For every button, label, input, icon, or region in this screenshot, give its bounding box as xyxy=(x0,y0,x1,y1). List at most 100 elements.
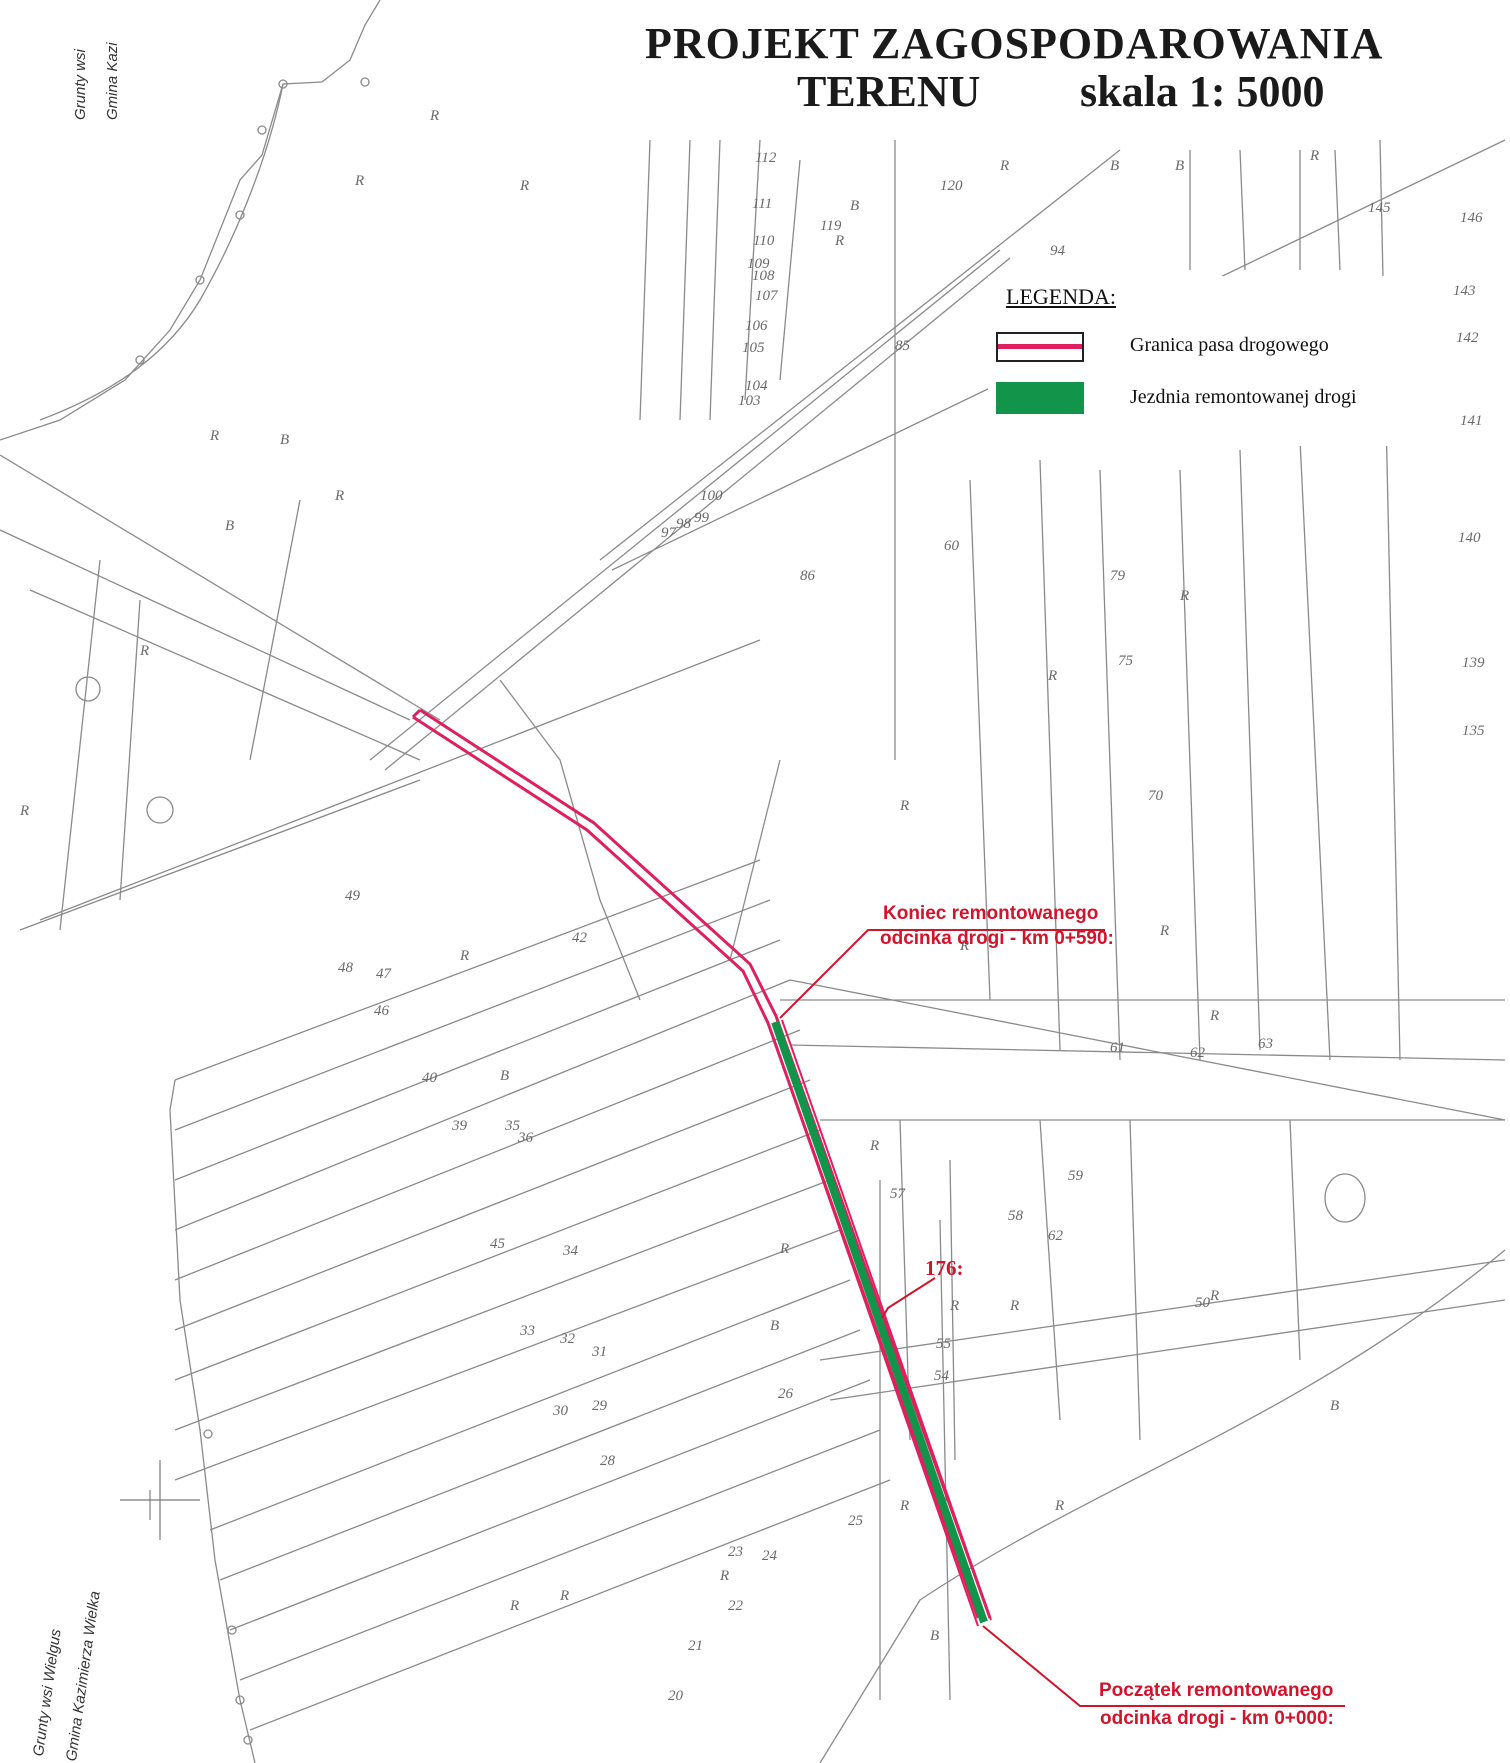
svg-text:B: B xyxy=(850,198,859,214)
svg-text:57: 57 xyxy=(890,1186,907,1202)
svg-text:49: 49 xyxy=(345,888,361,904)
svg-text:B: B xyxy=(225,518,234,534)
svg-text:100: 100 xyxy=(700,488,723,504)
svg-text:R: R xyxy=(959,938,969,954)
svg-text:R: R xyxy=(1009,1298,1019,1314)
svg-text:139: 139 xyxy=(1462,655,1485,671)
svg-text:110: 110 xyxy=(753,233,775,249)
svg-text:21: 21 xyxy=(688,1638,703,1654)
start-annotation-line2: odcinka drogi - km 0+000: xyxy=(1100,1708,1334,1729)
svg-text:99: 99 xyxy=(694,510,710,526)
svg-text:61: 61 xyxy=(1110,1040,1125,1056)
svg-text:R: R xyxy=(459,948,469,964)
svg-text:R: R xyxy=(209,428,219,444)
legend-swatch-roadway xyxy=(996,382,1084,414)
svg-text:B: B xyxy=(280,432,289,448)
svg-text:75: 75 xyxy=(1118,653,1134,669)
svg-text:R: R xyxy=(519,178,529,194)
svg-text:145: 145 xyxy=(1368,200,1391,216)
parcel-leader-line xyxy=(881,1277,936,1319)
svg-text:70: 70 xyxy=(1148,788,1164,804)
svg-text:135: 135 xyxy=(1462,723,1485,739)
legend-label-road-boundary: Granica pasa drogowego xyxy=(1130,334,1329,356)
svg-text:24: 24 xyxy=(762,1548,778,1564)
road-boundary-inner xyxy=(419,708,992,1619)
svg-text:R: R xyxy=(834,233,844,249)
legend-box: LEGENDA: Granica pasa drogowego Jezdnia … xyxy=(988,276,1408,446)
svg-text:R: R xyxy=(869,1138,879,1154)
svg-text:B: B xyxy=(930,1628,939,1644)
svg-text:146: 146 xyxy=(1460,210,1483,226)
svg-text:30: 30 xyxy=(552,1403,569,1419)
svg-text:104: 104 xyxy=(745,378,768,394)
title-scale: skala 1: 5000 xyxy=(1080,67,1325,116)
svg-text:34: 34 xyxy=(562,1243,579,1259)
svg-text:42: 42 xyxy=(572,930,588,946)
svg-text:R: R xyxy=(354,173,364,189)
svg-text:B: B xyxy=(1330,1398,1339,1414)
side-label-top-1: Grunty wsi xyxy=(72,49,89,120)
svg-text:50: 50 xyxy=(1195,1295,1211,1311)
svg-text:R: R xyxy=(1309,148,1319,164)
svg-text:109: 109 xyxy=(747,256,770,272)
svg-text:112: 112 xyxy=(755,150,777,166)
svg-text:R: R xyxy=(949,1298,959,1314)
svg-text:140: 140 xyxy=(1458,530,1481,546)
svg-text:94: 94 xyxy=(1050,243,1066,259)
svg-text:R: R xyxy=(779,1241,789,1257)
roadway-lane xyxy=(771,1020,988,1624)
svg-text:R: R xyxy=(509,1598,519,1614)
svg-text:141: 141 xyxy=(1460,413,1483,429)
legend-label-roadway: Jezdnia remontowanej drogi xyxy=(1130,386,1357,408)
svg-text:103: 103 xyxy=(738,393,761,409)
svg-text:106: 106 xyxy=(745,318,768,334)
road-geometry xyxy=(120,708,1345,1707)
svg-text:105: 105 xyxy=(742,340,765,356)
svg-text:46: 46 xyxy=(374,1003,390,1019)
end-annotation-line2: odcinka drogi - km 0+590: xyxy=(880,928,1114,949)
svg-text:63: 63 xyxy=(1258,1036,1273,1052)
svg-text:58: 58 xyxy=(1008,1208,1024,1224)
legend-swatch-road-boundary xyxy=(996,332,1084,362)
svg-text:R: R xyxy=(999,158,1009,174)
svg-text:20: 20 xyxy=(668,1688,684,1704)
svg-text:26: 26 xyxy=(778,1386,794,1402)
svg-text:R: R xyxy=(1209,1288,1219,1304)
svg-text:R: R xyxy=(19,803,29,819)
svg-text:29: 29 xyxy=(592,1398,608,1414)
svg-text:107: 107 xyxy=(755,288,779,304)
svg-text:31: 31 xyxy=(591,1344,607,1360)
road-boundary-end-cap xyxy=(411,708,422,719)
side-label-top-2: Gmina Kazi xyxy=(104,42,121,120)
svg-text:B: B xyxy=(1175,158,1184,174)
svg-text:108: 108 xyxy=(752,268,775,284)
svg-text:R: R xyxy=(1047,668,1057,684)
svg-text:119: 119 xyxy=(820,218,842,234)
title-line1: PROJEKT ZAGOSPODAROWANIA xyxy=(645,19,1384,68)
end-annotation-line1: Koniec remontowanego xyxy=(883,903,1099,924)
svg-text:62: 62 xyxy=(1048,1228,1064,1244)
svg-text:22: 22 xyxy=(728,1598,744,1614)
svg-text:B: B xyxy=(770,1318,779,1334)
svg-text:45: 45 xyxy=(490,1236,506,1252)
svg-text:R: R xyxy=(559,1588,569,1604)
roadway-lane-edge xyxy=(767,1019,992,1627)
svg-text:98: 98 xyxy=(676,516,692,532)
svg-text:120: 120 xyxy=(940,178,963,194)
svg-text:59: 59 xyxy=(1068,1168,1084,1184)
svg-text:62: 62 xyxy=(1190,1045,1206,1061)
svg-text:79: 79 xyxy=(1110,568,1126,584)
svg-text:40: 40 xyxy=(422,1070,438,1086)
svg-text:111: 111 xyxy=(752,196,772,212)
svg-text:R: R xyxy=(719,1568,729,1584)
svg-text:R: R xyxy=(1209,1008,1219,1024)
svg-text:R: R xyxy=(334,488,344,504)
svg-text:R: R xyxy=(1054,1498,1064,1514)
svg-text:R: R xyxy=(899,1498,909,1514)
svg-text:25: 25 xyxy=(848,1513,864,1529)
svg-text:48: 48 xyxy=(338,960,354,976)
svg-text:60: 60 xyxy=(944,538,960,554)
svg-text:54: 54 xyxy=(934,1368,950,1384)
